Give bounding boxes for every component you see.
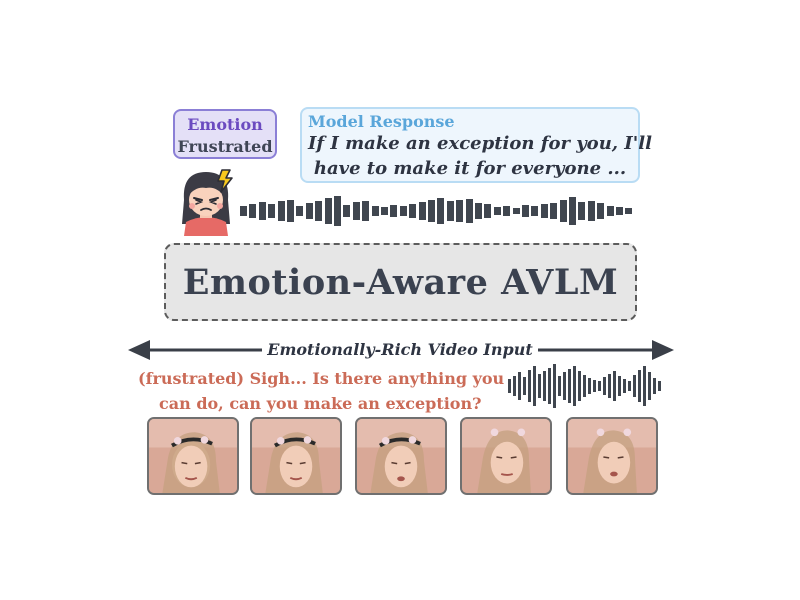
avlm-model-box: Emotion-Aware AVLM: [164, 243, 637, 321]
waveform-bar: [352, 202, 360, 220]
waveform-bar: [418, 202, 426, 220]
waveform-bar: [588, 378, 591, 394]
waveform-bar: [578, 371, 581, 401]
waveform-bar: [437, 198, 445, 224]
waveform-bar: [409, 204, 417, 218]
waveform-bar: [268, 204, 276, 218]
waveform-bar: [296, 206, 304, 216]
emotion-label-box: Emotion Frustrated: [173, 109, 277, 159]
waveform-bar: [456, 200, 464, 222]
waveform-bar: [606, 206, 614, 216]
waveform-bar: [540, 204, 548, 218]
waveform-bar: [633, 375, 636, 397]
waveform-bar: [638, 370, 641, 402]
waveform-bar: [287, 200, 294, 222]
input-audio-waveform: [508, 362, 662, 410]
waveform-bar: [558, 376, 561, 396]
waveform-bar: [548, 368, 551, 404]
waveform-bar: [583, 375, 586, 397]
waveform-bar: [371, 206, 379, 216]
model-response-line-1: If I make an exception for you, I'll: [308, 133, 652, 154]
waveform-bar: [343, 205, 351, 217]
waveform-bar: [324, 198, 332, 224]
waveform-bar: [512, 208, 520, 214]
waveform-bar: [503, 206, 511, 216]
waveform-bar: [518, 372, 521, 400]
video-frame-2: [250, 417, 342, 495]
waveform-bar: [563, 372, 566, 400]
waveform-bar: [597, 203, 605, 219]
waveform-bar: [550, 203, 558, 219]
waveform-bar: [522, 205, 529, 217]
waveform-bar: [648, 372, 651, 400]
waveform-bar: [553, 364, 556, 408]
emotion-title: Emotion: [187, 115, 263, 134]
waveform-bar: [613, 371, 616, 401]
model-response-line-2: have to make it for everyone ...: [313, 158, 627, 179]
waveform-bar: [508, 379, 511, 393]
waveform-bar: [531, 206, 539, 216]
waveform-bar: [390, 205, 398, 217]
waveform-bar: [465, 199, 473, 223]
waveform-bar: [428, 200, 435, 222]
transcript-line-2: can do, can you make an exception?: [159, 394, 482, 413]
waveform-bar: [240, 206, 247, 216]
waveform-bar: [608, 374, 611, 398]
waveform-bar: [573, 366, 576, 406]
frustrated-girl-icon: [182, 169, 233, 236]
waveform-bar: [513, 376, 516, 396]
waveform-bar: [593, 380, 596, 392]
waveform-bar: [625, 208, 633, 214]
waveform-bar: [493, 207, 501, 215]
waveform-bar: [587, 201, 595, 221]
waveform-bar: [277, 201, 285, 221]
model-response-title: Model Response: [308, 112, 455, 131]
waveform-bar: [399, 206, 407, 216]
transcript-line-1: (frustrated) Sigh... Is there anything y…: [138, 369, 505, 388]
waveform-bar: [628, 381, 631, 391]
video-frame-3: [355, 417, 447, 495]
waveform-bar: [362, 201, 370, 221]
waveform-bar: [528, 370, 531, 402]
waveform-bar: [381, 207, 388, 215]
waveform-bar: [258, 202, 266, 220]
video-input-label: Emotionally-Rich Video Input: [262, 338, 538, 362]
lightning-icon: [217, 169, 233, 193]
waveform-bar: [559, 200, 567, 222]
waveform-bar: [249, 204, 257, 218]
video-frame-1: [147, 417, 239, 495]
waveform-bar: [523, 377, 526, 395]
waveform-bar: [603, 377, 606, 395]
video-frame-5: [566, 417, 658, 495]
waveform-bar: [578, 202, 586, 220]
waveform-bar: [618, 376, 621, 396]
waveform-bar: [598, 381, 601, 391]
video-frame-4: [460, 417, 552, 495]
model-response-box: Model Response If I make an exception fo…: [300, 107, 652, 183]
emotion-value: Frustrated: [177, 137, 273, 156]
waveform-bar: [305, 203, 313, 219]
waveform-bar: [543, 371, 546, 401]
waveform-bar: [475, 203, 482, 219]
waveform-bar: [446, 201, 454, 221]
waveform-bar: [568, 369, 571, 403]
waveform-bar: [484, 204, 492, 218]
output-audio-waveform: [240, 195, 636, 227]
waveform-bar: [538, 374, 541, 398]
waveform-bar: [533, 366, 536, 406]
model-title: Emotion-Aware AVLM: [182, 261, 619, 303]
waveform-bar: [658, 381, 661, 391]
waveform-bar: [334, 196, 341, 226]
waveform-bar: [569, 197, 576, 225]
waveform-bar: [315, 201, 323, 221]
waveform-bar: [623, 379, 626, 393]
waveform-bar: [643, 366, 646, 406]
waveform-bar: [653, 378, 656, 394]
waveform-bar: [616, 207, 623, 215]
